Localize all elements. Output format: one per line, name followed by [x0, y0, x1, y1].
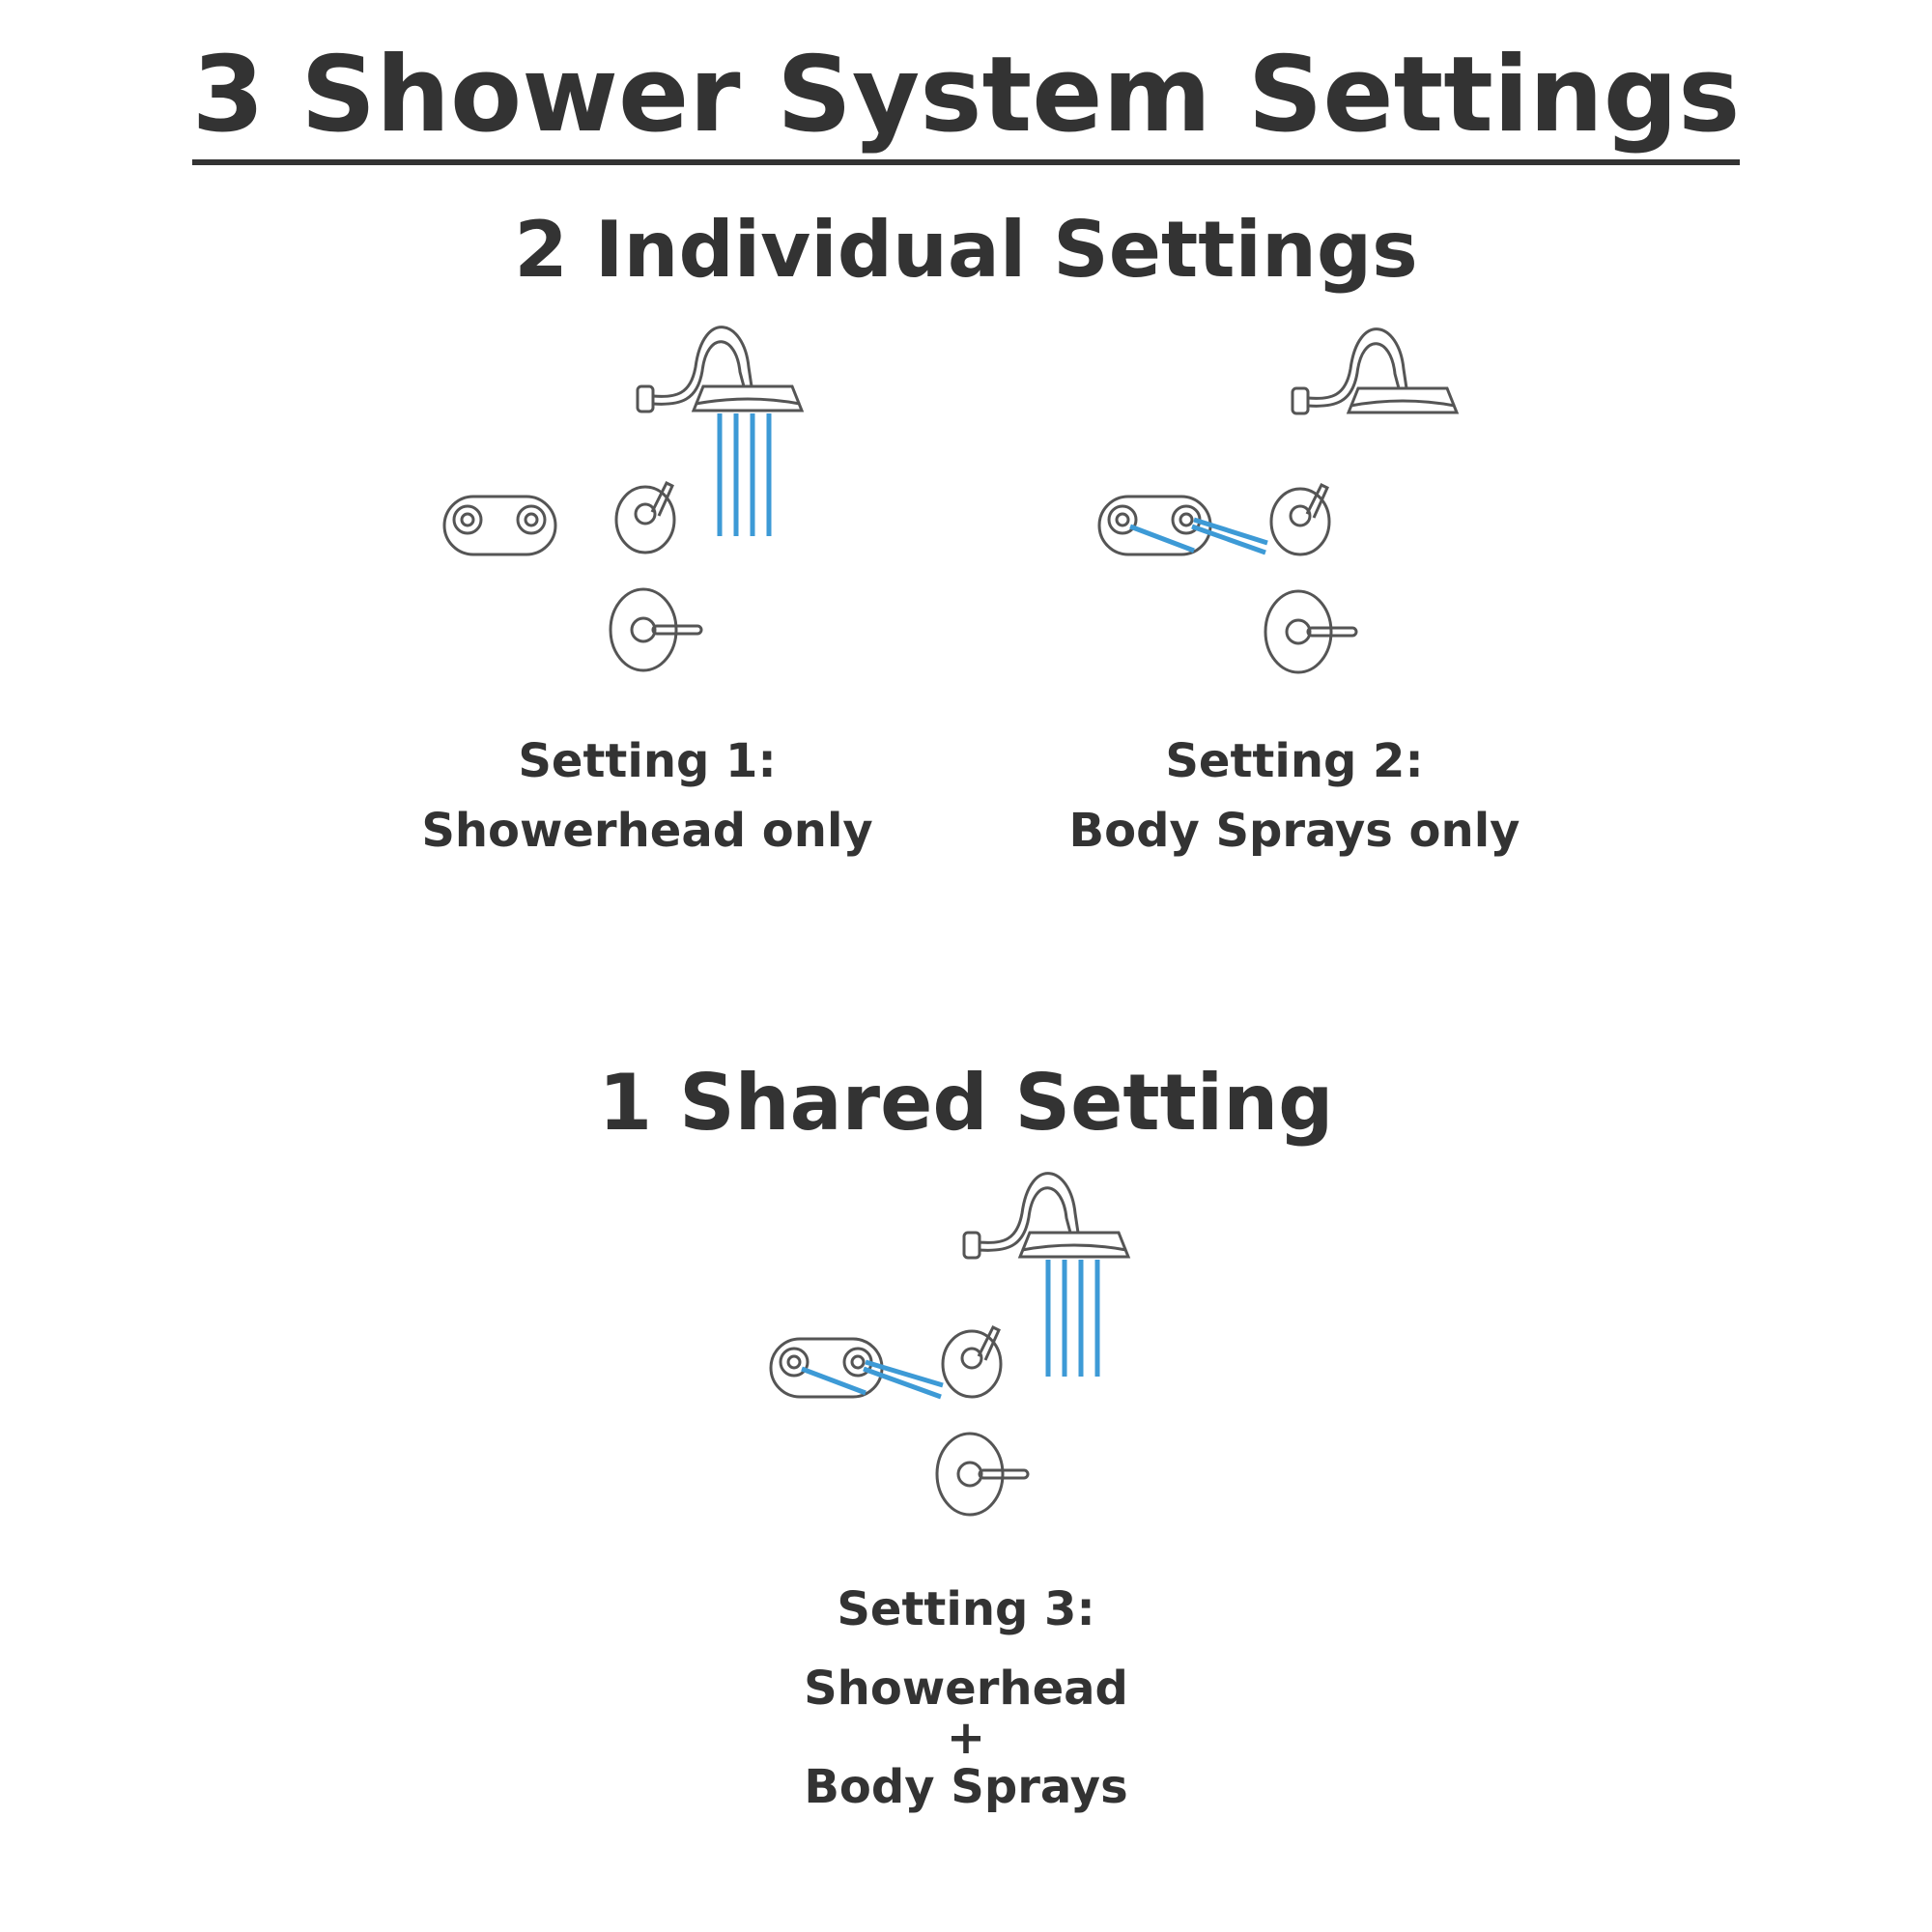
setting-1-label: Setting 1: [518, 734, 777, 788]
individual-settings-heading: 2 Individual Settings [514, 205, 1418, 295]
showerhead-icon [1291, 327, 1460, 415]
diverter-valve-icon [614, 480, 676, 554]
temperature-valve-icon [609, 587, 703, 672]
setting-2-label: Setting 2: [1165, 734, 1424, 788]
setting-2-description: Body Sprays only [1068, 804, 1520, 858]
page-title-text: 3 Shower System Settings [191, 38, 1741, 165]
showerhead-icon [636, 326, 805, 413]
showerhead-icon [962, 1172, 1131, 1260]
page-title: 3 Shower System Settings [0, 38, 1932, 165]
setting-3-description-showerhead: Showerhead [804, 1662, 1128, 1716]
water-stream-showerhead-1 [717, 413, 772, 536]
body-spray-panel-icon [769, 1337, 884, 1399]
water-stream-showerhead-3 [1045, 1260, 1100, 1377]
shared-setting-heading: 1 Shared Setting [598, 1058, 1334, 1148]
setting-2-caption: Setting 2: Body Sprays only [1063, 726, 1526, 866]
setting-1-description: Showerhead only [421, 804, 873, 858]
setting-3-label: Setting 3: [837, 1582, 1095, 1636]
setting-3-caption: Setting 3: Showerhead + Body Sprays [734, 1575, 1198, 1822]
temperature-valve-icon [1264, 589, 1358, 674]
setting-3-plus: + [946, 1711, 986, 1765]
setting-3-description-body-sprays: Body Sprays [804, 1760, 1128, 1814]
water-stream-body-sprays-3 [801, 1359, 944, 1400]
body-spray-panel-icon [1097, 495, 1212, 556]
diverter-valve-icon [1269, 482, 1331, 556]
diverter-valve-icon [941, 1324, 1003, 1399]
temperature-valve-icon [935, 1432, 1030, 1517]
water-stream-body-sprays-2 [1129, 517, 1268, 555]
body-spray-panel-icon [442, 495, 557, 556]
setting-1-caption: Setting 1: Showerhead only [415, 726, 879, 866]
